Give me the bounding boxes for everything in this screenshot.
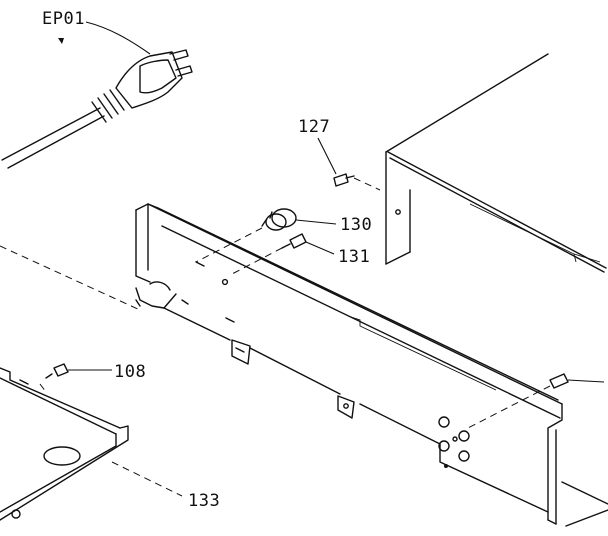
label-127: 127 [298, 117, 330, 137]
base-plate-133 [0, 245, 183, 521]
screw-108 [45, 363, 112, 379]
label-130: 130 [340, 215, 372, 235]
front-panel [135, 203, 608, 527]
top-cover [385, 53, 607, 273]
label-108: 108 [114, 362, 146, 382]
label-131: 131 [338, 247, 370, 267]
label-ep01: EP01 [42, 9, 85, 29]
label-133: 133 [188, 491, 220, 511]
screw-right [467, 373, 605, 429]
screw-127 [317, 137, 381, 191]
knob-130 [195, 208, 337, 263]
power-cord-ep01 [1, 21, 193, 169]
screw-131 [231, 233, 335, 275]
